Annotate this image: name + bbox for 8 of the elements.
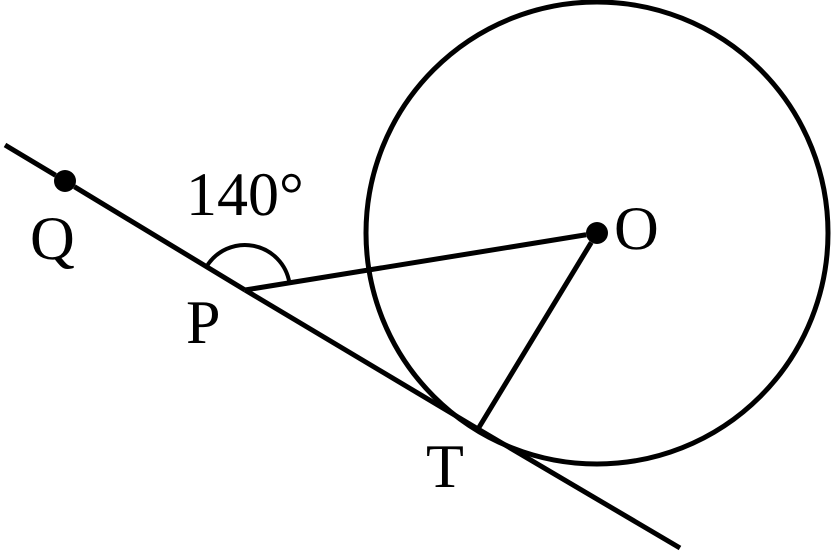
line-segment bbox=[73, 184, 246, 292]
line-segment bbox=[476, 241, 594, 430]
point-label: P bbox=[186, 292, 220, 354]
line-segment bbox=[244, 232, 587, 292]
point-label: T bbox=[426, 436, 464, 498]
labelled-point: Q bbox=[30, 170, 95, 270]
labelled-point: O bbox=[586, 198, 682, 262]
angle-label: 140° bbox=[186, 164, 304, 226]
